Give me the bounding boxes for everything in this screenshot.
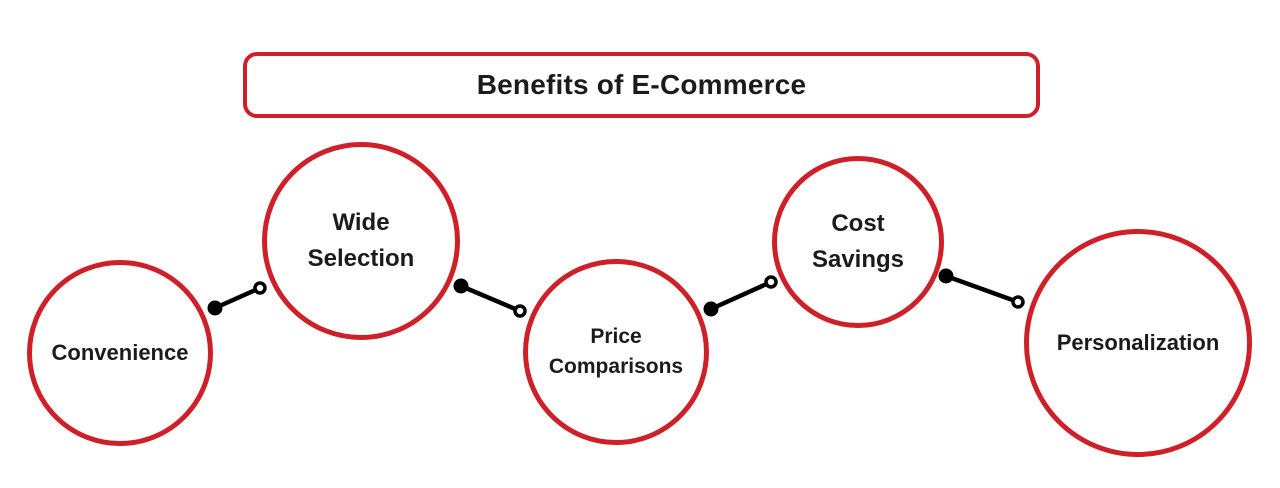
connector-open-dot [253, 281, 267, 295]
connector-convenience-wide-selection [207, 281, 267, 316]
connector-filled-dot [207, 300, 223, 316]
node-personalization: Personalization [1024, 229, 1252, 457]
node-label: Savings [811, 246, 905, 273]
connector-cost-savings-personalization [938, 268, 1025, 309]
node-label: Wide [332, 209, 390, 236]
connector-open-dot [513, 304, 527, 318]
node-label: Price [590, 324, 642, 348]
title-box: Benefits of E-Commerce [243, 52, 1040, 118]
connector-line [458, 283, 523, 314]
node-wide-selection: Wide Selection [262, 142, 460, 340]
connector-filled-dot [453, 278, 469, 294]
node-label: Personalization [1056, 330, 1220, 356]
connector-line [943, 273, 1021, 305]
node-label: Convenience [51, 340, 189, 366]
diagram-title: Benefits of E-Commerce [476, 69, 807, 100]
connector-line [708, 279, 774, 312]
connector-filled-dot [938, 268, 954, 284]
connector-open-dot [1011, 295, 1025, 309]
node-convenience: Convenience [27, 260, 213, 446]
node-label: Comparisons [548, 355, 684, 378]
node-label: Cost [831, 210, 885, 237]
node-cost-savings: Cost Savings [772, 156, 944, 328]
connector-open-dot [764, 275, 778, 289]
node-price-comparisons: Price Comparisons [523, 259, 709, 445]
connector-price-comparisons-cost-savings [703, 275, 778, 317]
connector-filled-dot [703, 301, 719, 317]
node-label: Selection [307, 245, 415, 272]
connector-wide-selection-price-comparisons [453, 278, 527, 318]
connector-line [212, 285, 263, 311]
